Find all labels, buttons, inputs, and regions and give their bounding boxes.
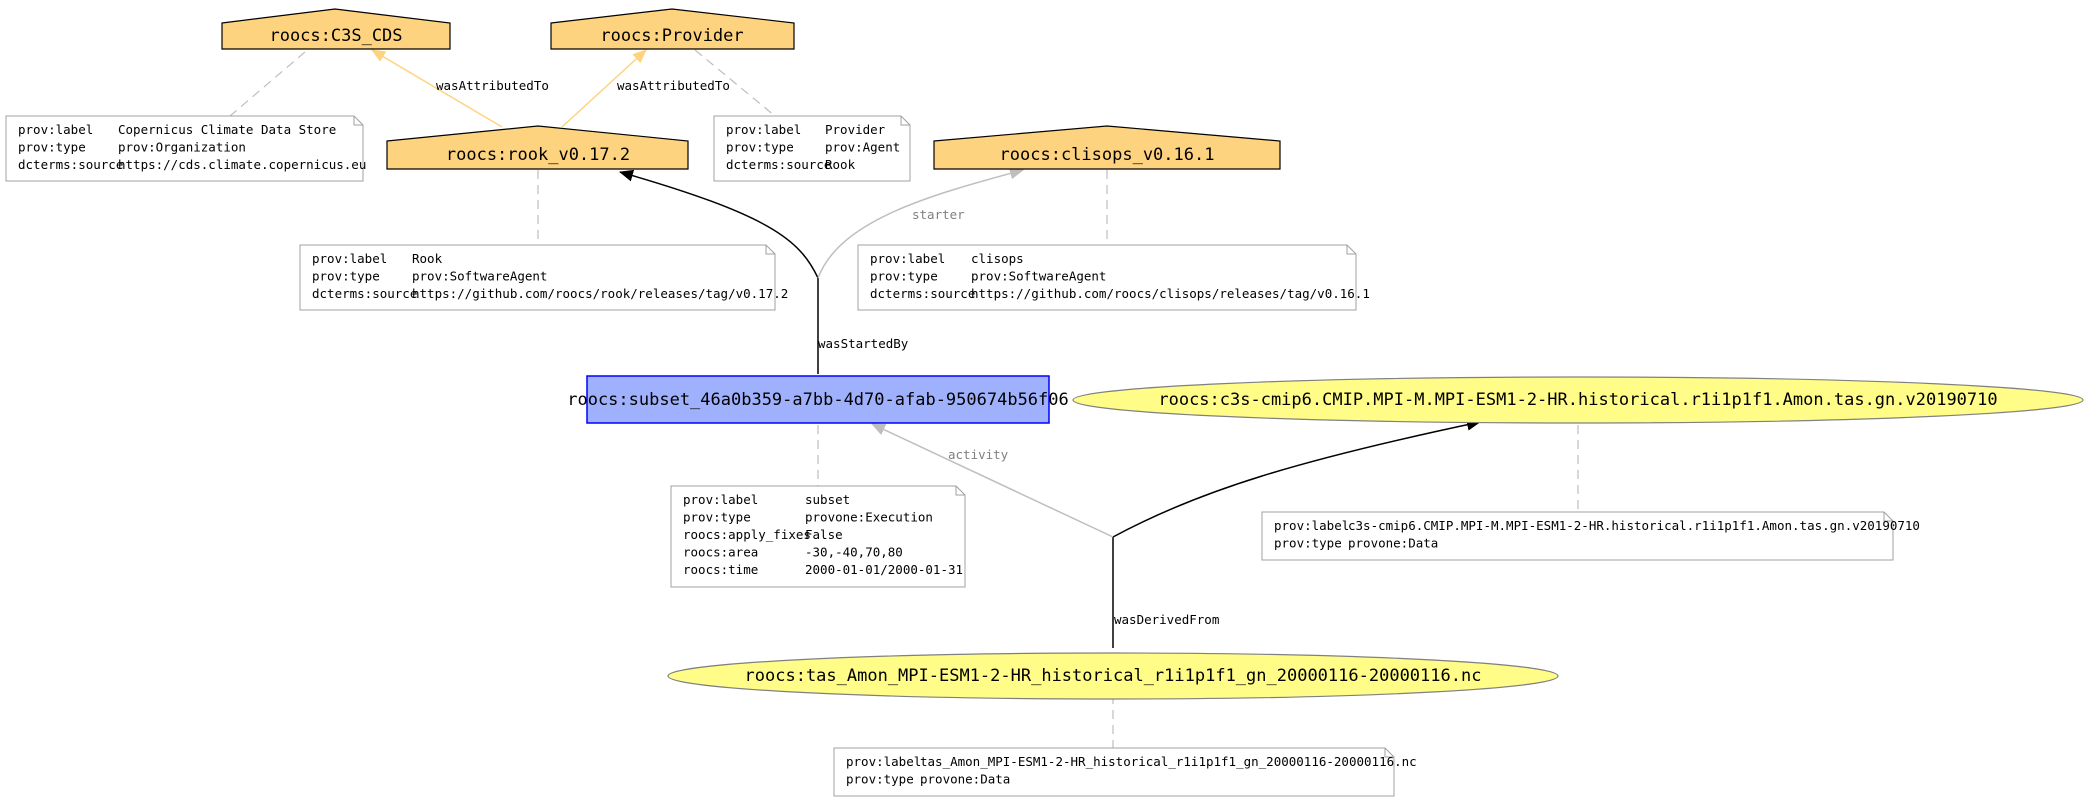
agent-title-clisops: roocs:clisops_v0.16.1 [1000,145,1215,165]
note-fold [1883,512,1893,522]
entity-node-input-file[interactable]: roocs:tas_Amon_MPI-ESM1-2-HR_historical_… [667,652,1559,700]
agent-node-provider[interactable]: roocs:Provider [550,8,795,50]
annotation-link-provider [694,49,776,117]
note-fold [1384,748,1394,758]
note-value: prov:Agent [825,140,900,155]
note-box [1261,511,1894,561]
note-c3s-cds: prov:label Copernicus Climate Data Store p… [5,115,366,182]
note-fold [353,116,363,126]
edge-started-by [619,169,819,279]
note-input: prov:labeltas_Amon_MPI-ESM1-2-HR_histori… [833,747,1417,797]
note-key: roocs:area [683,545,758,560]
note-key: prov:label [846,754,921,769]
note-box [5,115,364,182]
entity-title-output: roocs:c3s-cmip6.CMIP.MPI-M.MPI-ESM1-2-HR… [1158,390,1997,410]
note-value: https://github.com/roocs/clisops/release… [971,286,1370,301]
note-value: Rook [825,157,856,172]
edge-label-activity: activity [948,447,1009,462]
note-key: roocs:apply_fixes [683,527,811,542]
edge-labels: wasAttributedTo wasAttributedTo wasStart… [436,78,1219,627]
note-key: prov:type [18,140,86,155]
note-value: Copernicus Climate Data Store [118,122,336,137]
note-box [857,244,1357,311]
note-value: prov:SoftwareAgent [971,269,1106,284]
note-box [670,485,966,588]
note-fold [955,486,965,496]
note-box [833,747,1395,797]
edge-label-starter: starter [912,207,965,222]
activity-title: roocs:subset_46a0b359-a7bb-4d70-afab-950… [567,390,1069,410]
note-value: c3s-cmip6.CMIP.MPI-M.MPI-ESM1-2-HR.histo… [1348,518,1920,533]
edge-label-started-by: wasStartedBy [818,336,909,351]
note-value: provone:Data [1348,536,1438,551]
note-rook: prov:label Rook prov:type prov:SoftwareAgen… [299,244,788,311]
note-value: Provider [825,122,886,137]
note-key: dcterms:source [18,157,123,172]
activity-node-subset[interactable]: roocs:subset_46a0b359-a7bb-4d70-afab-950… [567,375,1069,424]
note-key: dcterms:source [870,286,975,301]
edge-attributed-to-c3s [371,49,503,128]
note-value: prov:Organization [118,140,246,155]
note-value: 2000-01-01/2000-01-31 [805,562,963,577]
agent-node-rook[interactable]: roocs:rook_v0.17.2 [386,125,689,170]
agent-title-provider: roocs:Provider [600,26,743,46]
note-fold [900,116,910,126]
note-value: provone:Data [920,772,1010,787]
note-value: tas_Amon_MPI-ESM1-2-HR_historical_r1i1p1… [920,754,1417,769]
edge-label-attributed-to-provider: wasAttributedTo [617,78,730,93]
note-value: https://cds.climate.copernicus.eu [118,157,366,172]
note-value: provone:Execution [805,510,933,525]
note-key: prov:type [312,269,380,284]
annotation-link-c3s [229,51,306,117]
note-value: prov:SoftwareAgent [412,269,547,284]
note-key: prov:label [870,251,945,266]
note-box [713,115,911,182]
edge-activity [871,423,1114,538]
entity-node-output-dataset[interactable]: roocs:c3s-cmip6.CMIP.MPI-M.MPI-ESM1-2-HR… [1072,376,2084,424]
edge-label-attributed-to-c3s: wasAttributedTo [436,78,549,93]
note-key: prov:type [1274,536,1342,551]
note-activity: prov:label subset prov:type provone:Executi… [670,485,966,588]
note-key: prov:label [18,122,93,137]
note-value: subset [805,492,850,507]
note-key: prov:label [683,492,758,507]
note-key: dcterms:source [312,286,417,301]
entity-title-input: roocs:tas_Amon_MPI-ESM1-2-HR_historical_… [745,666,1482,686]
note-key: prov:label [312,251,387,266]
edge-derived-from [1112,418,1481,538]
note-value: False [805,527,843,542]
agent-title-rook: roocs:rook_v0.17.2 [446,145,630,165]
edge-label-derived-from: wasDerivedFrom [1114,612,1219,627]
annotation-links [229,49,1579,748]
annotation-notes: prov:label Copernicus Climate Data Store p… [5,115,1920,797]
note-value: https://github.com/roocs/rook/releases/t… [412,286,788,301]
agent-node-clisops[interactable]: roocs:clisops_v0.16.1 [933,125,1281,170]
note-key: prov:type [726,140,794,155]
note-fold [765,245,775,255]
note-key: prov:type [683,510,751,525]
note-key: roocs:time [683,562,758,577]
note-fold [1346,245,1356,255]
edge-starter [817,167,1024,279]
edges [371,49,1481,648]
edge-attributed-to-provider [561,49,647,128]
agent-node-c3s-cds[interactable]: roocs:C3S_CDS [221,8,451,50]
note-key: dcterms:source [726,157,831,172]
note-key: prov:type [870,269,938,284]
note-clisops: prov:label clisops prov:type prov:SoftwareA… [857,244,1370,311]
note-value: Rook [412,251,443,266]
note-value: clisops [971,251,1024,266]
note-box [299,244,776,311]
note-value: -30,-40,70,80 [805,545,903,560]
agent-title-c3s-cds: roocs:C3S_CDS [269,26,402,46]
note-key: prov:label [726,122,801,137]
note-key: prov:label [1274,518,1349,533]
note-output: prov:labelc3s-cmip6.CMIP.MPI-M.MPI-ESM1-… [1261,511,1920,561]
note-key: prov:type [846,772,914,787]
note-provider: prov:label Provider prov:type prov:Agent dct… [713,115,911,182]
